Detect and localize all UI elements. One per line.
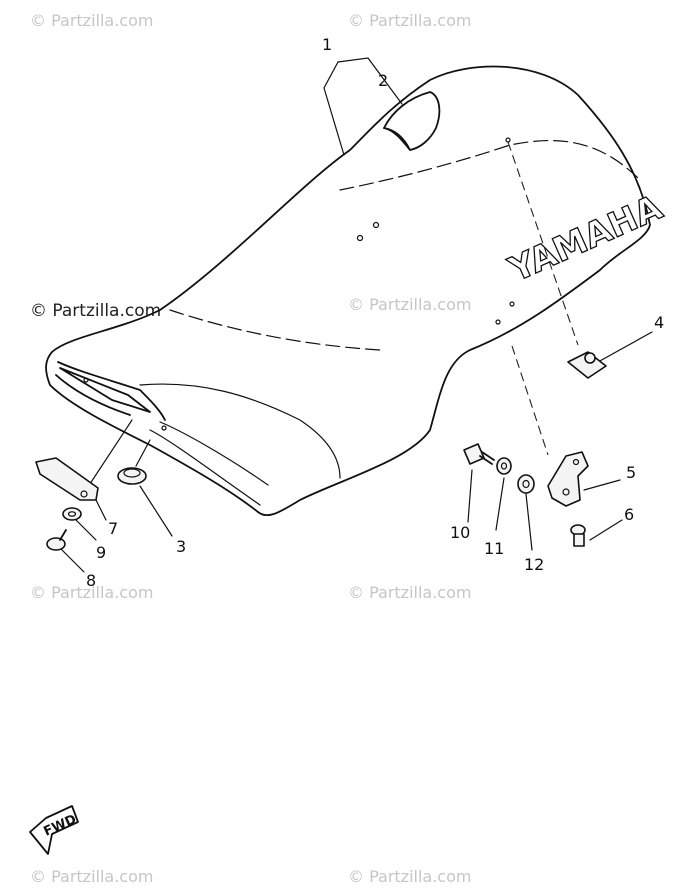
callout-7: 7 — [108, 519, 118, 538]
watermark-mid-right: © Partzilla.com — [348, 295, 471, 314]
callout-1: 1 — [322, 35, 332, 54]
hinge-bracket-part-5 — [547, 451, 589, 507]
callout-2: 2 — [378, 71, 388, 90]
callout-3: 3 — [176, 537, 186, 556]
seat-assembly: YAMAHA — [45, 65, 669, 517]
watermark-bottom-left: © Partzilla.com — [30, 867, 153, 886]
bolt-part-10 — [463, 443, 495, 465]
callout-6: 6 — [624, 505, 634, 524]
watermark-top-right: © Partzilla.com — [348, 11, 471, 30]
callout-5: 5 — [626, 463, 636, 482]
watermark-lower-right: © Partzilla.com — [348, 583, 471, 602]
callout-8: 8 — [86, 571, 96, 590]
bracket-part-7 — [35, 457, 99, 501]
mount-hole-marks — [83, 137, 515, 431]
screw-part-8 — [46, 529, 67, 551]
leader-lines — [57, 57, 653, 573]
fwd-label: FWD — [42, 812, 79, 840]
watermark-mid-left: © Partzilla.com — [30, 301, 161, 321]
grommet-part-3 — [117, 467, 147, 485]
spring-washer-part-11 — [496, 457, 512, 475]
callout-4: 4 — [654, 313, 664, 332]
forward-arrow-icon: FWD — [29, 805, 79, 855]
callout-12: 12 — [524, 555, 544, 574]
callout-10: 10 — [450, 523, 470, 542]
washer-part-12 — [517, 474, 535, 494]
watermark-top-left: © Partzilla.com — [30, 11, 153, 30]
callout-11: 11 — [484, 539, 504, 558]
watermark-lower-left: © Partzilla.com — [30, 583, 153, 602]
yamaha-logo: YAMAHA — [502, 187, 668, 290]
watermark-bottom-right: © Partzilla.com — [348, 867, 471, 886]
clip-part-4 — [567, 351, 607, 379]
washer-part-9 — [62, 507, 82, 521]
pin-part-6 — [570, 524, 586, 547]
callout-numbers: 1 2 3 4 5 6 7 8 9 10 11 12 — [86, 35, 664, 590]
callout-9: 9 — [96, 543, 106, 562]
